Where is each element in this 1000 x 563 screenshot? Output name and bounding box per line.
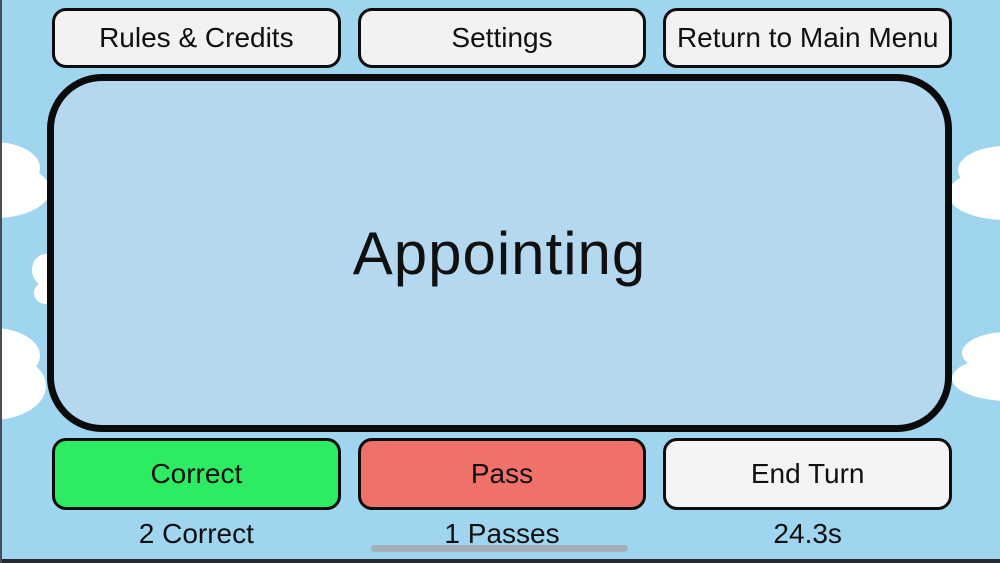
word-card: Appointing	[47, 74, 952, 432]
correct-count: 2 Correct	[138, 518, 254, 549]
passes-count: 1 Passes	[444, 518, 560, 549]
return-main-menu-button[interactable]: Return to Main Menu	[663, 8, 953, 68]
top-menu-bar: Rules & Credits Settings Return to Main …	[52, 8, 953, 68]
correct-button[interactable]: Correct	[52, 438, 341, 510]
cloud	[948, 168, 1000, 220]
card-word: Appointing	[352, 219, 647, 287]
left-edge-line	[0, 0, 2, 563]
action-bar: Correct Pass End Turn	[52, 438, 953, 510]
turn-timer: 24.3s	[773, 518, 842, 549]
pass-button[interactable]: Pass	[357, 438, 647, 510]
end-turn-button[interactable]: End Turn	[663, 438, 953, 510]
cloud	[952, 356, 1000, 401]
bottom-edge-strip	[0, 559, 1000, 563]
rules-credits-button[interactable]: Rules & Credits	[52, 8, 341, 68]
timer-progress-bar	[371, 545, 628, 552]
cloud	[0, 162, 50, 218]
settings-button[interactable]: Settings	[357, 8, 647, 68]
cloud	[0, 352, 46, 420]
stats-row: 2 Correct 1 Passes 24.3s	[52, 518, 952, 550]
